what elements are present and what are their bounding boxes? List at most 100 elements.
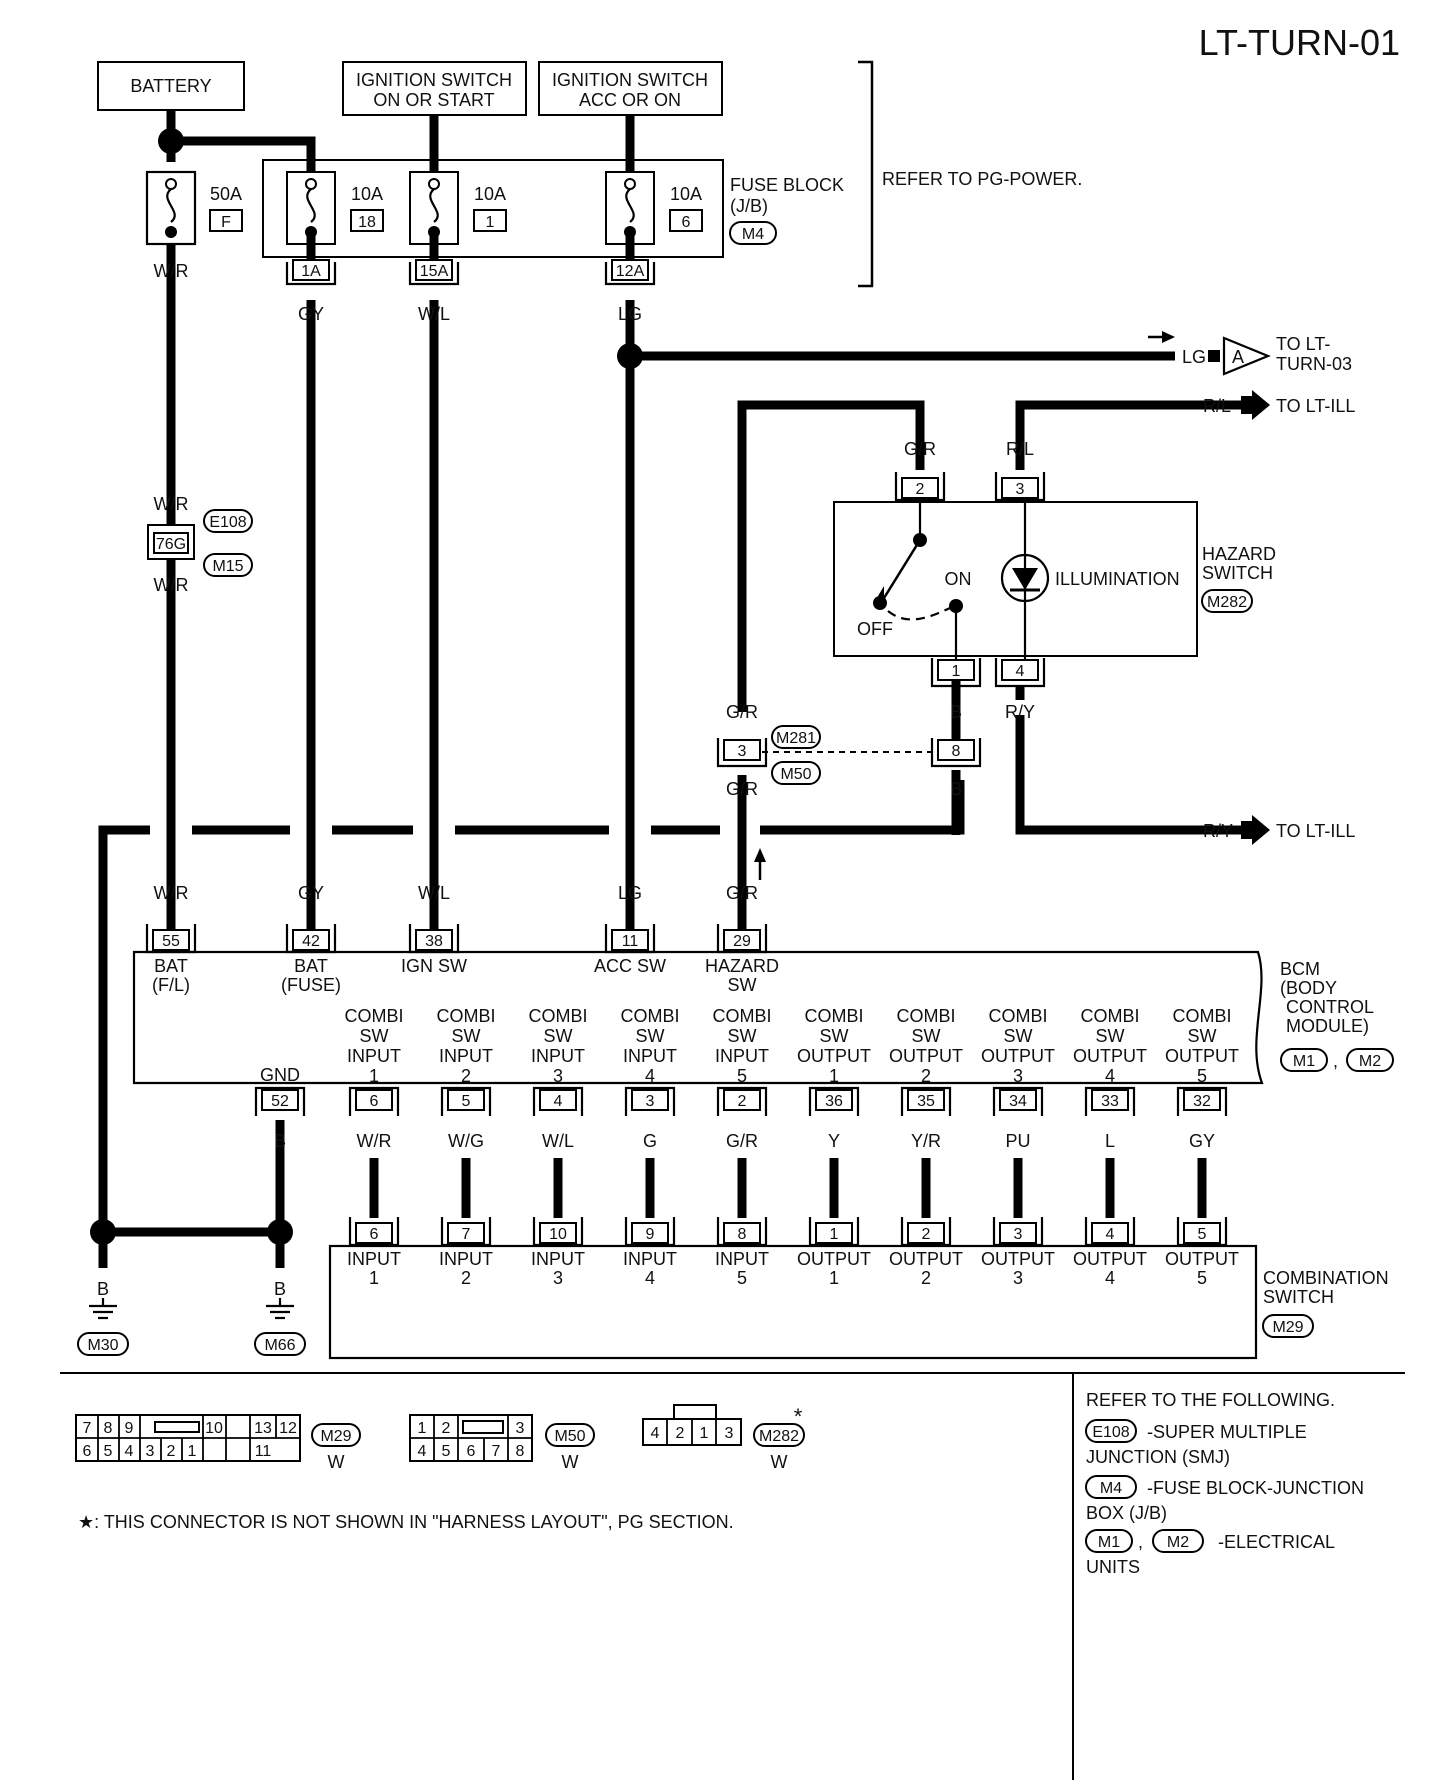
bcm-pin: 32 bbox=[1176, 1086, 1228, 1116]
svg-text:9: 9 bbox=[646, 1226, 655, 1243]
svg-text:42: 42 bbox=[302, 933, 320, 950]
combination-switch-pin-name: 2 bbox=[921, 1268, 931, 1288]
bcm-pin-name: INPUT bbox=[439, 1046, 493, 1066]
bcm-pin: 5 bbox=[440, 1086, 492, 1116]
svg-text:-FUSE BLOCK-JUNCTION: -FUSE BLOCK-JUNCTION bbox=[1147, 1478, 1364, 1498]
svg-text:TURN-03: TURN-03 bbox=[1276, 354, 1352, 374]
svg-text:M2: M2 bbox=[1167, 1534, 1189, 1551]
svg-text:IGNITION SWITCH: IGNITION SWITCH bbox=[552, 70, 708, 90]
svg-text:M2: M2 bbox=[1359, 1053, 1381, 1070]
svg-text:M4: M4 bbox=[1100, 1480, 1122, 1497]
svg-text:OFF: OFF bbox=[857, 619, 893, 639]
bcm-pin-name: SW bbox=[820, 1026, 849, 1046]
combination-switch-pin: 7 bbox=[440, 1217, 492, 1247]
wire-label: W/R bbox=[357, 1131, 392, 1151]
svg-text:W: W bbox=[562, 1452, 579, 1472]
bcm-pin: 42 bbox=[285, 924, 337, 954]
combination-switch-pin-name: 3 bbox=[553, 1268, 563, 1288]
hazard-pin-4: 4 bbox=[994, 658, 1046, 688]
svg-text:2: 2 bbox=[738, 1093, 747, 1110]
combination-switch-pin-name: INPUT bbox=[531, 1249, 585, 1269]
svg-text:6: 6 bbox=[467, 1443, 476, 1460]
ignition-on-start-source: IGNITION SWITCH ON OR START bbox=[342, 61, 527, 116]
bcm-pin-name: COMBI bbox=[528, 1006, 587, 1026]
bcm-pin: 33 bbox=[1084, 1086, 1136, 1116]
svg-text:3: 3 bbox=[646, 1093, 655, 1110]
svg-text:6: 6 bbox=[83, 1443, 92, 1460]
fuse-terminal-15a: 15A bbox=[408, 259, 460, 286]
bcm-bottom-pins: GND52COMBISWINPUT16W/RCOMBISWINPUT25W/GC… bbox=[254, 1006, 1239, 1218]
bcm-pin-name: INPUT bbox=[715, 1046, 769, 1066]
svg-text:4: 4 bbox=[1106, 1226, 1115, 1243]
hazard-pin-2: 2 bbox=[894, 472, 946, 502]
svg-text:TO LT-ILL: TO LT-ILL bbox=[1276, 396, 1355, 416]
splice-battery bbox=[158, 128, 184, 154]
bcm-pin-name: SW bbox=[360, 1026, 389, 1046]
combination-switch-pin-name: INPUT bbox=[347, 1249, 401, 1269]
combination-switch-pin-name: 5 bbox=[1197, 1268, 1207, 1288]
bcm: BCM (BODY CONTROL MODULE) M1 , M2 bbox=[132, 950, 1394, 1085]
svg-text:W/L: W/L bbox=[418, 883, 450, 903]
ground-m66: B M66 bbox=[254, 1279, 306, 1356]
offpage-to-lt-turn-03: LG A TO LT- TURN-03 bbox=[1148, 331, 1352, 376]
svg-text:1: 1 bbox=[700, 1425, 709, 1442]
offpage-to-lt-ill-top: R/L TO LT-ILL bbox=[1203, 390, 1355, 420]
bcm-pin: 55 bbox=[145, 924, 197, 954]
svg-text:10: 10 bbox=[205, 1420, 223, 1437]
bcm-pin: 2 bbox=[716, 1086, 768, 1116]
wire-label: B bbox=[950, 702, 962, 722]
svg-text:50A: 50A bbox=[210, 184, 242, 204]
bcm-pin-name: SW bbox=[1004, 1026, 1033, 1046]
bcm-pin-name: SW bbox=[1188, 1026, 1217, 1046]
footnote: ★: THIS CONNECTOR IS NOT SHOWN IN "HARNE… bbox=[78, 1512, 734, 1532]
bcm-pin-name: 4 bbox=[645, 1066, 655, 1086]
wire-label: W/R bbox=[154, 261, 189, 281]
bcm-pin-name: (F/L) bbox=[152, 975, 190, 995]
ground-splice-left bbox=[90, 1219, 116, 1245]
svg-text:M29: M29 bbox=[1272, 1319, 1303, 1336]
bcm-pin-name: SW bbox=[728, 975, 757, 995]
bcm-pin: 35 bbox=[900, 1086, 952, 1116]
combination-switch-pin-name: OUTPUT bbox=[1073, 1249, 1147, 1269]
svg-text:3: 3 bbox=[725, 1425, 734, 1442]
svg-text:5: 5 bbox=[462, 1093, 471, 1110]
hazard-pin-3: 3 bbox=[994, 472, 1046, 502]
wire-label: PU bbox=[1005, 1131, 1030, 1151]
joint-connector-m281-m50: G/R 3 8 M281 M50 G/R B bbox=[716, 702, 982, 799]
combination-switch-pin-name: INPUT bbox=[623, 1249, 677, 1269]
svg-text:M50: M50 bbox=[554, 1428, 585, 1445]
svg-text:M15: M15 bbox=[212, 558, 243, 575]
svg-text:ON: ON bbox=[945, 569, 972, 589]
bcm-pin-name: BAT bbox=[154, 956, 188, 976]
svg-text:M30: M30 bbox=[87, 1337, 118, 1354]
svg-text:M281: M281 bbox=[776, 730, 816, 747]
svg-text:2: 2 bbox=[442, 1420, 451, 1437]
svg-text:8: 8 bbox=[104, 1420, 113, 1437]
svg-text:5: 5 bbox=[1198, 1226, 1207, 1243]
svg-text:3: 3 bbox=[1014, 1226, 1023, 1243]
wire-label: B bbox=[274, 1131, 286, 1151]
bcm-pin-name: INPUT bbox=[623, 1046, 677, 1066]
svg-text:5: 5 bbox=[104, 1443, 113, 1460]
splice-lg bbox=[617, 343, 643, 369]
svg-text:32: 32 bbox=[1193, 1093, 1211, 1110]
bcm-pin-name: 4 bbox=[1105, 1066, 1115, 1086]
bcm-pin-name: HAZARD bbox=[705, 956, 779, 976]
combination-switch-pin: 1 bbox=[808, 1217, 860, 1247]
svg-text:*: * bbox=[794, 1404, 803, 1429]
bcm-pin-name: IGN SW bbox=[401, 956, 467, 976]
svg-text:15A: 15A bbox=[420, 263, 449, 280]
fuse-terminal-1a: 1A bbox=[285, 259, 337, 286]
svg-text:JUNCTION (SMJ): JUNCTION (SMJ) bbox=[1086, 1447, 1230, 1467]
svg-text:COMBINATION: COMBINATION bbox=[1263, 1268, 1389, 1288]
wire-label: LG bbox=[618, 304, 642, 324]
reference-list: REFER TO THE FOLLOWING. E108 -SUPER MULT… bbox=[1085, 1390, 1364, 1577]
svg-text:R/L: R/L bbox=[1203, 396, 1231, 416]
svg-text:M29: M29 bbox=[320, 1428, 351, 1445]
svg-text:6: 6 bbox=[370, 1093, 379, 1110]
fusible-link-50a: 50A F bbox=[145, 170, 243, 246]
combination-switch-pin-name: 3 bbox=[1013, 1268, 1023, 1288]
hazard-switch: ON OFF ILLUMINATION HAZARD SWITCH M282 bbox=[833, 500, 1276, 660]
combination-switch-pin-name: 4 bbox=[645, 1268, 655, 1288]
